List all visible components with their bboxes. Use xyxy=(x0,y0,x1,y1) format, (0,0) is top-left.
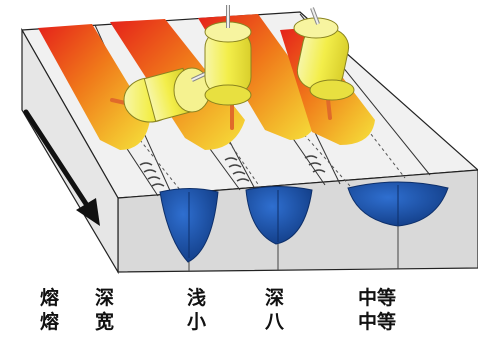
label-col3-top: 浅 xyxy=(187,287,207,309)
label-col1-top: 熔 xyxy=(40,287,60,309)
weld-pool-2 xyxy=(245,186,313,245)
weld-bead-1 xyxy=(38,24,150,150)
label-col2-top: 深 xyxy=(95,287,115,309)
label-col2-bottom: 宽 xyxy=(95,311,115,333)
travel-direction-arrow xyxy=(23,109,100,226)
label-col4-top: 深 xyxy=(265,287,285,309)
label-col3-bottom: 小 xyxy=(187,311,207,333)
ripple-marks xyxy=(139,155,326,187)
front-dividers xyxy=(188,226,399,272)
label-col5-bottom: 中等 xyxy=(358,311,397,333)
label-col5-top: 中等 xyxy=(358,287,397,309)
torch-2 xyxy=(204,5,252,106)
label-col4-bottom: 八 xyxy=(265,311,285,333)
torch-3 xyxy=(293,7,355,101)
label-col1-bottom: 熔 xyxy=(40,311,60,333)
